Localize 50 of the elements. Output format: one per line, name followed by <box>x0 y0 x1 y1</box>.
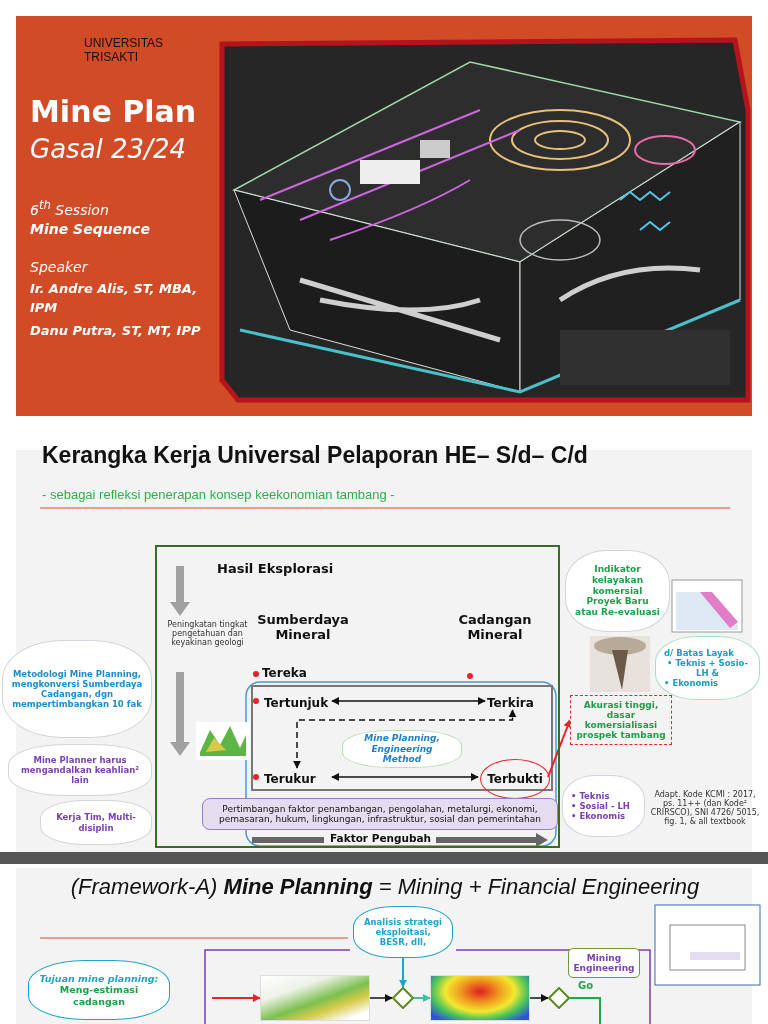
bullet-item: d/ Batas Layak <box>664 647 734 658</box>
factor-box: Pertimbangan faktor penambangan, pengolahan, metalurgi, ekonomi, pemasaran, hukum, lingkungan, infrastruktur, sosial dan pemerintahan <box>202 798 558 830</box>
category-label: Terkira <box>487 694 542 712</box>
university-name: UNIVERSITAS TRISAKTI <box>84 37 165 65</box>
cloud-callout <box>655 636 760 700</box>
arrow <box>413 994 431 1002</box>
course-subtitle: Gasal 23/24 <box>30 134 186 164</box>
speaker-name: Danu Putra, ST, MT, IPP <box>30 322 202 340</box>
category-label: Terukur <box>264 770 334 788</box>
bullet-item: • Ekonomis <box>571 811 626 822</box>
cloud-callout: Mine Planner harus mengandalkan keahlian² lain <box>8 744 152 796</box>
geology-model-picture <box>260 975 370 1021</box>
slide-heading: Kerangka Kerja Universal Pelaporan HE– S/d– C/d <box>42 442 588 469</box>
note-box: Akurasi tinggi, dasar komersialisasi prospek tambang <box>570 695 672 745</box>
slide-title: Mine Plan <box>30 94 197 129</box>
edge-label: Go <box>576 980 596 991</box>
callout-text: Tujuan mine planning: <box>39 972 159 985</box>
speaker-heading: Speaker <box>30 259 88 275</box>
arrow <box>293 709 517 769</box>
arrow <box>331 697 486 705</box>
decision-diamond <box>392 987 414 1009</box>
arrow <box>211 994 261 1002</box>
source-note: Adapt. Kode KCMI : 2017, ps. 11++ (dan Kode² CRIRSCO), SNI 4726/ 5015, fig. 1, & all textbook <box>649 790 761 826</box>
arrow <box>529 994 549 1002</box>
pit-model-picture <box>430 975 530 1021</box>
connector-line <box>569 997 601 1024</box>
slide-subtitle: - sebagai refleksi penerapan konsep keekonomian tambang - <box>42 487 395 502</box>
process-box: Mining Engineering <box>568 948 640 978</box>
bullet-item: • Sosial - LH <box>571 800 630 812</box>
arrow <box>399 957 407 988</box>
arrow <box>547 719 572 778</box>
bullet-item: • Teknis <box>571 790 610 801</box>
callout-text: Meng-estimasi cadangan <box>58 984 140 1008</box>
slide-heading: (Framework-A) Mine Planning = Mining + Financial Engineering <box>69 874 701 900</box>
cloud-callout: Metodologi Mine Planning, mengkonversi Sumberdaya Cadangan, dgn mempertimbangkan 10 fak <box>2 640 152 738</box>
category-label: Tertunjuk <box>264 694 334 712</box>
session-label: 6$^{th}$ Session <box>30 198 109 218</box>
framework-frame <box>155 545 560 848</box>
section-heading: Hasil Eksplorasi <box>217 561 334 576</box>
bullet-item: • Ekonomis <box>664 678 719 689</box>
speaker-name: Ir. Andre Alis, ST, MBA, IPM <box>30 280 199 317</box>
session-topic: Mine Sequence <box>30 221 150 237</box>
arrow <box>331 773 479 781</box>
bullet-item: • Teknis + Sosio-LH & <box>666 657 749 679</box>
decision-diamond <box>548 987 570 1009</box>
category-label: Tereka <box>262 666 307 680</box>
column-heading: Sumberdaya Mineral <box>256 612 350 642</box>
annotation-text: Peningkatan tingkat pengetahuan dan keyakinan geologi <box>166 620 249 647</box>
column-heading: Cadangan Mineral <box>457 612 533 642</box>
arrow <box>369 994 393 1002</box>
